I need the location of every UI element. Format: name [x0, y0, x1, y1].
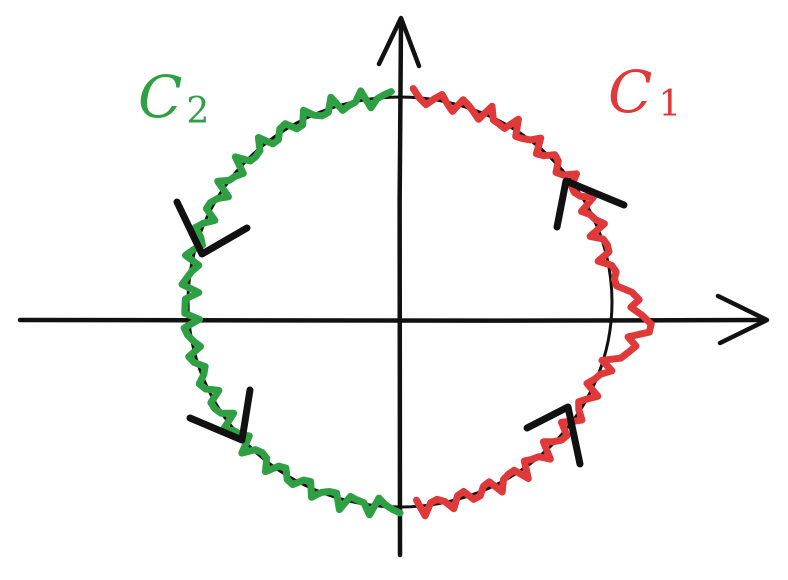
c2-arrow-upper — [173, 198, 251, 258]
y-axis-arrowhead — [376, 15, 422, 69]
label-c2-subscript: 2 — [186, 91, 209, 132]
x-axis-arrowhead — [715, 293, 770, 346]
curve-c2 — [178, 87, 404, 519]
label-c1-letter: C — [608, 58, 652, 126]
curves — [178, 85, 655, 520]
c1-arrow-upper — [553, 177, 628, 231]
label-c2-letter: C — [138, 63, 182, 131]
x-axis — [17, 317, 768, 323]
c1-arrow-lower — [523, 403, 584, 468]
curve-c1 — [409, 85, 655, 520]
y-axis — [397, 19, 404, 558]
c2-arrow-lower — [186, 386, 254, 444]
label-c1-subscript: 1 — [658, 84, 681, 125]
direction-arrows — [173, 177, 628, 468]
